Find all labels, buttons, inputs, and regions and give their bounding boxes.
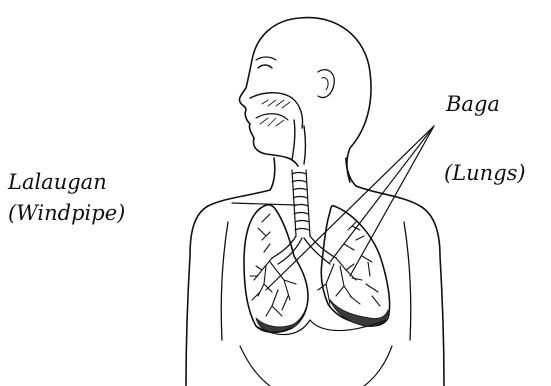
neck-left	[270, 158, 275, 190]
ear-inner	[322, 78, 328, 90]
oral-cavity	[256, 114, 288, 120]
left-arm-inner	[221, 222, 228, 340]
right-arm-inner	[404, 222, 411, 340]
left-lung-base-shading	[256, 308, 306, 332]
windpipe-label-translation: (Windpipe)	[8, 203, 125, 224]
ear	[318, 70, 334, 98]
waist-lines	[240, 346, 392, 386]
trachea	[292, 170, 310, 236]
lungs-label: Baga	[446, 94, 500, 115]
windpipe-label: Lalaugan	[8, 172, 107, 193]
lungs-leader-line-3	[330, 126, 434, 262]
lungs-label-translation: (Lungs)	[444, 163, 526, 184]
torso-outline-left	[186, 190, 270, 386]
right-bronchial-tree	[318, 222, 380, 312]
eye	[258, 65, 272, 68]
eyebrow	[256, 57, 276, 60]
pharynx	[292, 120, 306, 164]
palate-shading	[260, 100, 290, 126]
lungs-leader-line-2	[350, 126, 434, 276]
left-bronchial-tree	[250, 214, 296, 316]
windpipe-leader-line	[232, 203, 296, 205]
left-lung	[244, 205, 308, 332]
